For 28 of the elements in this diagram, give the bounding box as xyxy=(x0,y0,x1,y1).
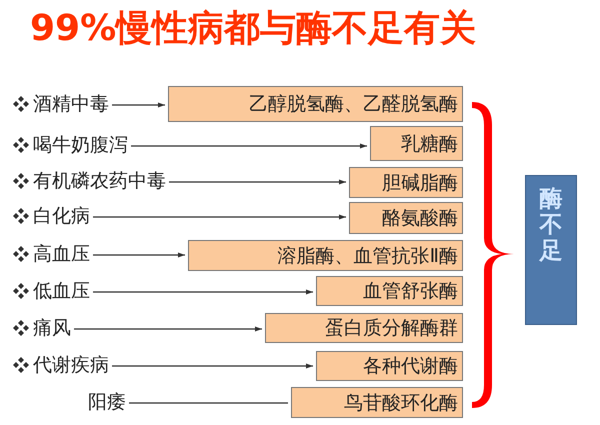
arrow xyxy=(93,214,346,220)
arrow xyxy=(93,290,313,294)
condition-label: 阳痿 xyxy=(88,390,126,414)
arrow xyxy=(74,326,262,332)
enzyme-box: 溶脂酶、血管抗张Ⅱ酶 xyxy=(188,240,463,271)
enzyme-box: 各种代谢酶 xyxy=(316,351,463,381)
condition-label: 低血压 xyxy=(33,279,90,303)
condition-label: 代谢疾病 xyxy=(33,353,109,377)
condition-label: 白化病 xyxy=(33,204,90,228)
arrow xyxy=(112,102,165,108)
enzyme-box: 血管舒张酶 xyxy=(316,276,463,306)
title: 99%慢性病都与酶不足有关 xyxy=(30,7,476,51)
condition-label: 高血压 xyxy=(33,242,90,266)
summary-box: 酶不足 xyxy=(525,175,577,325)
arrow xyxy=(169,180,346,184)
enzyme-box: 胆碱脂酶 xyxy=(349,167,463,198)
arrow xyxy=(112,364,313,368)
enzyme-box: 酪氨酸酶 xyxy=(349,202,463,234)
arrow xyxy=(131,144,367,148)
enzyme-box: 鸟苷酸环化酶 xyxy=(291,387,463,418)
condition-label: 酒精中毒 xyxy=(33,92,109,116)
condition-label: 痛风 xyxy=(33,316,71,340)
condition-label: 有机磷农药中毒 xyxy=(33,169,166,193)
enzyme-box: 蛋白质分解酶群 xyxy=(265,313,463,343)
condition-label: 喝牛奶腹泻 xyxy=(33,133,128,157)
enzyme-box: 乳糖酶 xyxy=(370,126,463,161)
arrow xyxy=(93,252,185,258)
enzyme-box: 乙醇脱氢酶、乙醛脱氢酶 xyxy=(168,86,463,122)
